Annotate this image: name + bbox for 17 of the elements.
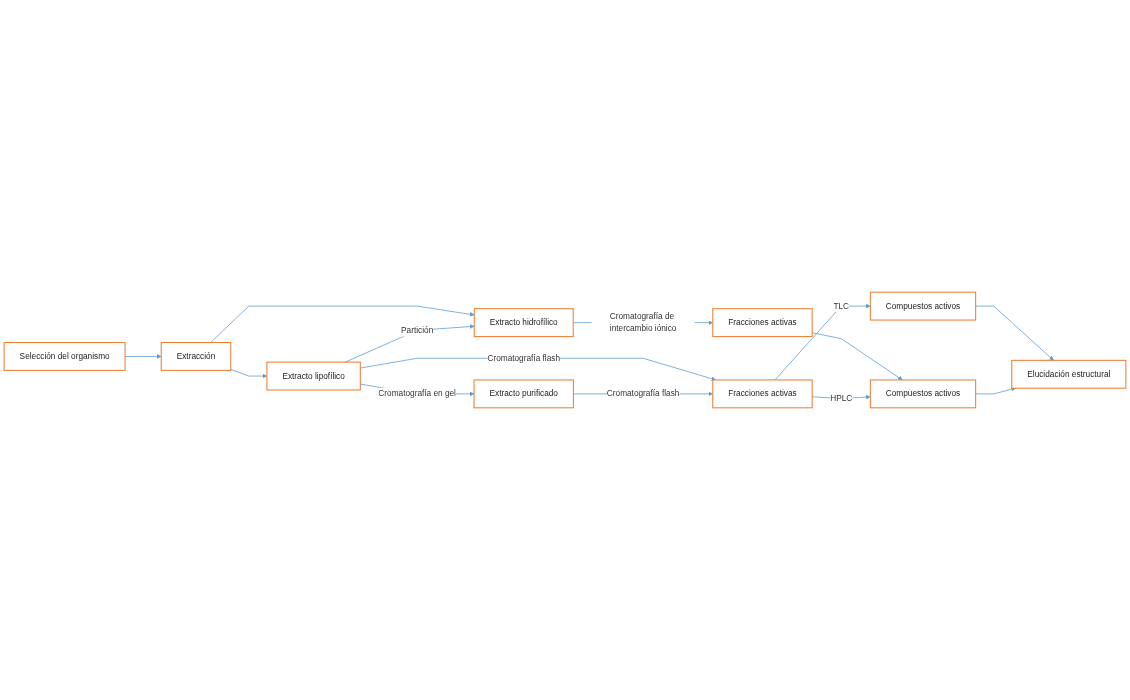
edge-label: Cromatografía flash [487, 353, 560, 363]
edge-label: Cromatografía de intercambio iónico [609, 311, 677, 333]
node-box: Selección del organismo [3, 342, 126, 371]
edge-label: Cromatografía flash [606, 389, 680, 399]
node-box: Extracto lipofílico [266, 361, 361, 391]
node-box: Compuestos activos [869, 291, 977, 321]
edge-label: TLC [833, 301, 850, 311]
node-box: Elucidación estructural [1011, 359, 1127, 389]
node-box: Fracciones activas [712, 379, 813, 409]
node-box: Extracto purificado [473, 379, 574, 409]
edge-label: Partición [401, 325, 434, 335]
node-box: Compuestos activos [869, 379, 977, 409]
node-box: Extracto hidrofílico [473, 308, 574, 338]
node-box: Extracción [160, 342, 232, 371]
node-box: Fracciones activas [712, 308, 813, 338]
edge-label: HPLC [830, 393, 853, 403]
edge-label: Cromatografía en gel [378, 389, 456, 399]
